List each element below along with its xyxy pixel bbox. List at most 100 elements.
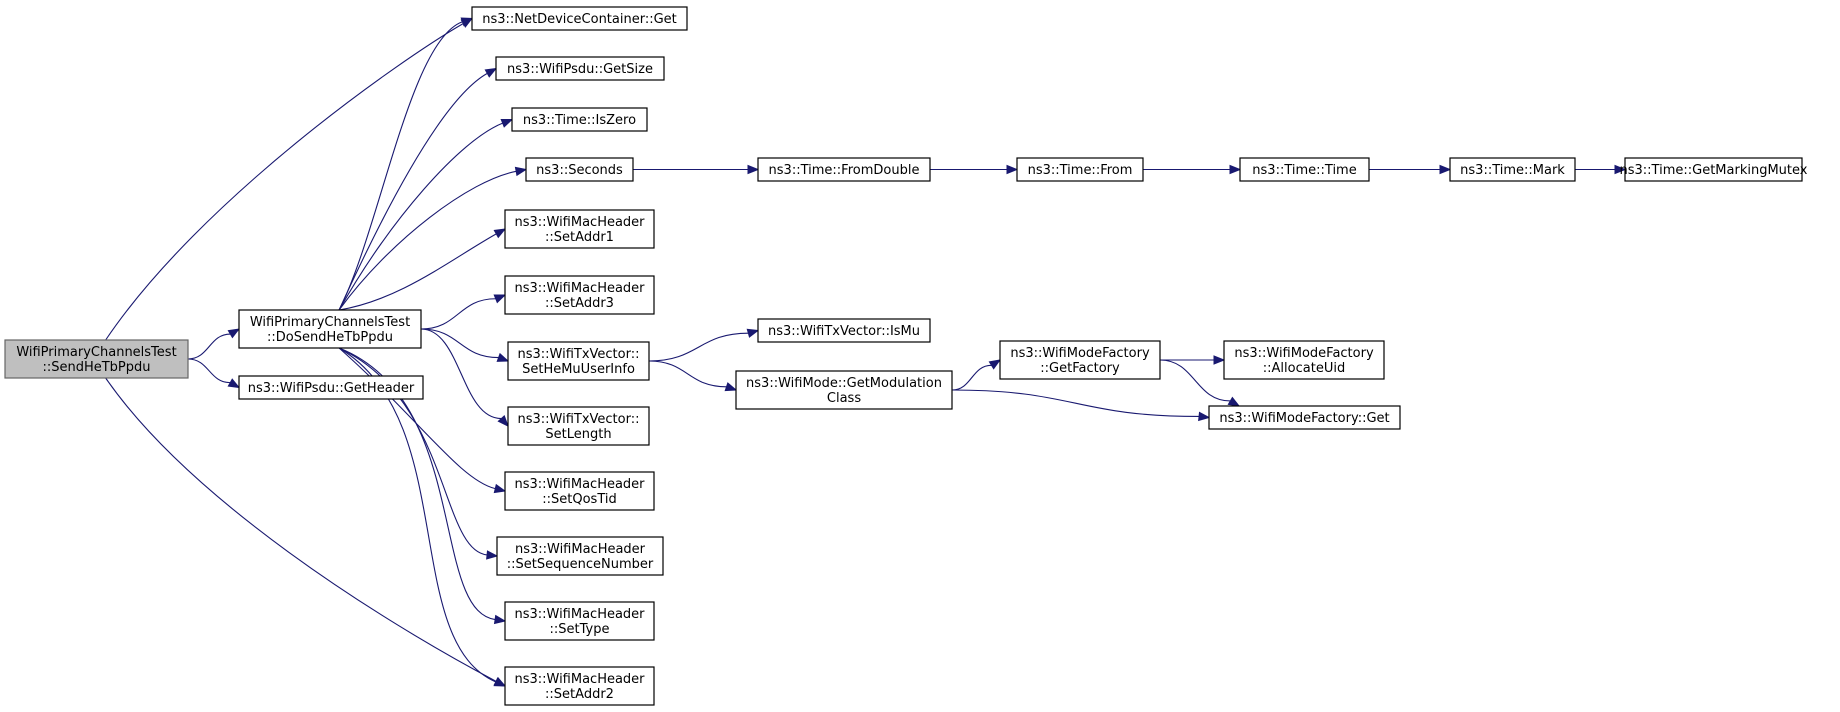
arrowhead-icon (724, 382, 738, 392)
arrowhead-icon (1229, 164, 1242, 175)
node-box (507, 341, 650, 381)
node-label: Class (827, 391, 861, 406)
node-label: ns3::WifiMacHeader (514, 607, 645, 622)
node-getHeader[interactable]: ns3::WifiPsdu::GetHeader (238, 375, 424, 400)
node-isMu[interactable]: ns3::WifiTxVector::IsMu (757, 318, 931, 343)
node-fromDouble[interactable]: ns3::Time::FromDouble (757, 157, 931, 182)
node-setSeq[interactable]: ns3::WifiMacHeader::SetSequenceNumber (496, 536, 664, 576)
node-box (496, 536, 664, 576)
node-label: ::SetSequenceNumber (507, 557, 654, 572)
node-label: ::SendHeTbPpdu (42, 360, 150, 375)
node-time[interactable]: ns3::Time::Time (1239, 157, 1370, 182)
edge-line (338, 21, 463, 311)
node-label: ns3::WifiTxVector:: (517, 347, 639, 362)
arrowhead-icon (484, 67, 498, 78)
node-box (735, 370, 953, 410)
node-label: ns3::WifiTxVector:: (517, 412, 639, 427)
node-label: ns3::WifiTxVector::IsMu (768, 324, 920, 339)
arrowhead-icon (460, 17, 474, 27)
node-mark[interactable]: ns3::Time::Mark (1449, 157, 1576, 182)
edge-line (648, 360, 727, 388)
arrowhead-icon (988, 359, 1002, 370)
node-box (1223, 340, 1385, 380)
node-setQosTid[interactable]: ns3::WifiMacHeader::SetQosTid (504, 471, 655, 511)
edge-line (420, 298, 496, 330)
node-isZero[interactable]: ns3::Time::IsZero (511, 107, 648, 132)
node-ndcGet[interactable]: ns3::NetDeviceContainer::Get (471, 6, 688, 31)
node-box (1208, 405, 1401, 430)
arrowhead-icon (1198, 411, 1211, 422)
arrowhead-icon (486, 550, 499, 560)
node-setHeMu[interactable]: ns3::WifiTxVector::SetHeMuUserInfo (507, 341, 650, 381)
node-label: ns3::Time::From (1028, 163, 1133, 178)
node-label: WifiPrimaryChannelsTest (250, 315, 410, 330)
edge-line (338, 347, 488, 556)
edge-line (338, 122, 503, 311)
node-allocateUid[interactable]: ns3::WifiModeFactory::AllocateUid (1223, 340, 1385, 380)
node-label: ::AllocateUid (1263, 361, 1345, 376)
node-label: ns3::WifiMacHeader (514, 672, 645, 687)
edge-doSend-to-setSeq (338, 347, 499, 560)
node-label: ::SetQosTid (542, 492, 616, 507)
node-from[interactable]: ns3::Time::From (1016, 157, 1144, 182)
nodes-layer: WifiPrimaryChannelsTest::SendHeTbPpduWif… (4, 6, 1808, 706)
edge-doSend-to-setQosTid (338, 347, 507, 494)
edge-line (105, 377, 497, 682)
node-box (495, 56, 665, 81)
arrowhead-icon (1439, 164, 1452, 175)
node-label: ns3::Time::Mark (1460, 163, 1565, 178)
edge-root-to-doSend (187, 328, 241, 360)
node-box (4, 339, 189, 379)
node-box (238, 309, 422, 349)
node-box (504, 601, 655, 641)
node-setLength[interactable]: ns3::WifiTxVector::SetLength (507, 406, 650, 446)
edge-line (339, 233, 497, 311)
node-doSend[interactable]: WifiPrimaryChannelsTest::DoSendHeTbPpdu (238, 309, 422, 349)
node-getFactory[interactable]: ns3::WifiModeFactory::GetFactory (999, 340, 1161, 380)
node-psduGetSize[interactable]: ns3::WifiPsdu::GetSize (495, 56, 665, 81)
node-setAddr2[interactable]: ns3::WifiMacHeader::SetAddr2 (504, 666, 655, 706)
node-label: ns3::Time::FromDouble (769, 163, 920, 178)
node-label: ns3::WifiModeFactory (1234, 346, 1374, 361)
node-getMarkingMutex[interactable]: ns3::Time::GetMarkingMutex (1620, 157, 1808, 182)
edge-getFactory-to-wmfGet (1159, 359, 1241, 407)
arrowhead-icon (514, 166, 528, 177)
node-label: ns3::WifiModeFactory (1010, 346, 1150, 361)
node-box (1016, 157, 1144, 182)
node-box (471, 6, 688, 31)
edge-doSend-to-seconds (338, 166, 528, 311)
node-seconds[interactable]: ns3::Seconds (525, 157, 634, 182)
arrowhead-icon (493, 614, 507, 625)
node-label: ::SetAddr3 (545, 296, 614, 311)
edge-line (420, 328, 502, 420)
edges-layer (105, 17, 1627, 687)
arrowhead-icon (747, 164, 760, 175)
edge-doSend-to-psduGetSize (338, 67, 498, 311)
node-label: ns3::WifiMacHeader (514, 477, 645, 492)
edge-seconds-to-fromDouble (633, 164, 760, 175)
node-box (1239, 157, 1370, 182)
node-box (238, 375, 424, 400)
node-box (1624, 157, 1803, 182)
node-setAddr1[interactable]: ns3::WifiMacHeader::SetAddr1 (504, 209, 655, 249)
node-label: ns3::Seconds (536, 163, 623, 178)
edge-line (187, 333, 231, 360)
node-wmfGet[interactable]: ns3::WifiModeFactory::Get (1208, 405, 1401, 430)
node-label: WifiPrimaryChannelsTest (16, 345, 176, 360)
edge-getModClass-to-getFactory (951, 359, 1002, 391)
arrowhead-icon (746, 328, 760, 338)
edge-doSend-to-setHeMu (420, 328, 510, 362)
node-label: SetHeMuUserInfo (522, 362, 635, 377)
node-root[interactable]: WifiPrimaryChannelsTest::SendHeTbPpdu (4, 339, 189, 379)
arrowhead-icon (493, 294, 507, 304)
node-label: ns3::WifiPsdu::GetSize (507, 62, 653, 77)
node-box (525, 157, 634, 182)
edge-line (648, 332, 749, 362)
node-setType[interactable]: ns3::WifiMacHeader::SetType (504, 601, 655, 641)
edge-root-to-ndcGet (105, 17, 474, 341)
node-setAddr3[interactable]: ns3::WifiMacHeader::SetAddr3 (504, 275, 655, 315)
node-box (504, 275, 655, 315)
arrowhead-icon (500, 118, 514, 128)
edge-doSend-to-setAddr3 (420, 294, 507, 330)
